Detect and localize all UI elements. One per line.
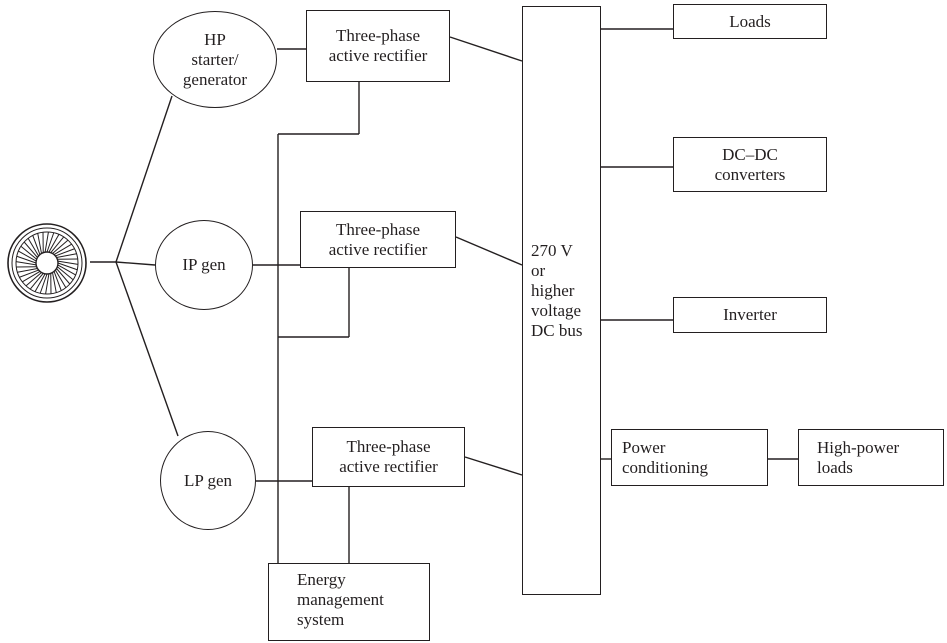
dc-bus-line-2: or: [531, 260, 546, 280]
high-power-loads-line-1: High-power: [817, 437, 900, 457]
dc-bus: 270 V or higher voltage DC bus: [522, 6, 601, 595]
high-power-loads-line-2: loads: [817, 457, 853, 477]
wire-hub-to-ip: [115, 261, 156, 266]
dc-bus-line-1: 270 V: [531, 240, 573, 260]
wire-hub-to-lp: [115, 261, 179, 437]
wire-hub-to-hp: [115, 95, 173, 263]
rectifier-lp-line-1: Three-phase: [346, 437, 431, 456]
ems-line-2: management: [297, 590, 384, 609]
loads-label: Loads: [729, 11, 771, 31]
wire-rect2-to-bus: [455, 236, 523, 266]
wire-rect3-to-bus: [464, 456, 523, 476]
power-conditioning-line-2: conditioning: [622, 457, 708, 477]
hp-label-line-1: HP: [204, 29, 226, 49]
turbine-fan-icon: [7, 223, 87, 303]
rectifier-lp: Three-phase active rectifier: [312, 427, 465, 487]
rectifier-ip-line-1: Three-phase: [335, 219, 420, 239]
lp-generator: LP gen: [160, 431, 256, 530]
hp-label-line-2: starter/: [191, 49, 239, 69]
power-conditioning-line-1: Power: [622, 437, 666, 457]
energy-management-system-box: Energy management system: [268, 563, 430, 641]
dc-bus-line-5: DC bus: [531, 320, 583, 340]
loads-box: Loads: [673, 4, 827, 39]
inverter-box: Inverter: [673, 297, 827, 333]
rectifier-hp-line-1: Three-phase: [335, 26, 420, 45]
ip-label: IP gen: [182, 255, 226, 274]
hp-label-line-3: generator: [182, 69, 248, 89]
dcdc-line-2: converters: [714, 164, 786, 184]
rectifier-ip: Three-phase active rectifier: [300, 211, 456, 268]
dcdc-line-1: DC–DC: [722, 144, 778, 164]
power-conditioning-box: Power conditioning: [611, 429, 768, 486]
high-power-loads-box: High-power loads: [798, 429, 944, 486]
rectifier-hp-line-2: active rectifier: [328, 46, 428, 65]
wire-rect1-to-bus: [449, 36, 523, 62]
dc-bus-line-3: higher: [531, 280, 575, 300]
ems-line-1: Energy: [297, 570, 346, 589]
dc-bus-line-4: voltage: [531, 300, 582, 320]
lp-label: LP gen: [183, 470, 232, 490]
hp-starter-generator: HP starter/ generator: [153, 11, 277, 108]
rectifier-ip-line-2: active rectifier: [328, 239, 428, 259]
rectifier-lp-line-2: active rectifier: [339, 457, 438, 476]
ems-line-3: system: [297, 610, 345, 629]
dcdc-converters-box: DC–DC converters: [673, 137, 827, 192]
rectifier-hp: Three-phase active rectifier: [306, 10, 450, 82]
ip-generator: IP gen: [155, 220, 253, 310]
inverter-label: Inverter: [723, 305, 777, 324]
